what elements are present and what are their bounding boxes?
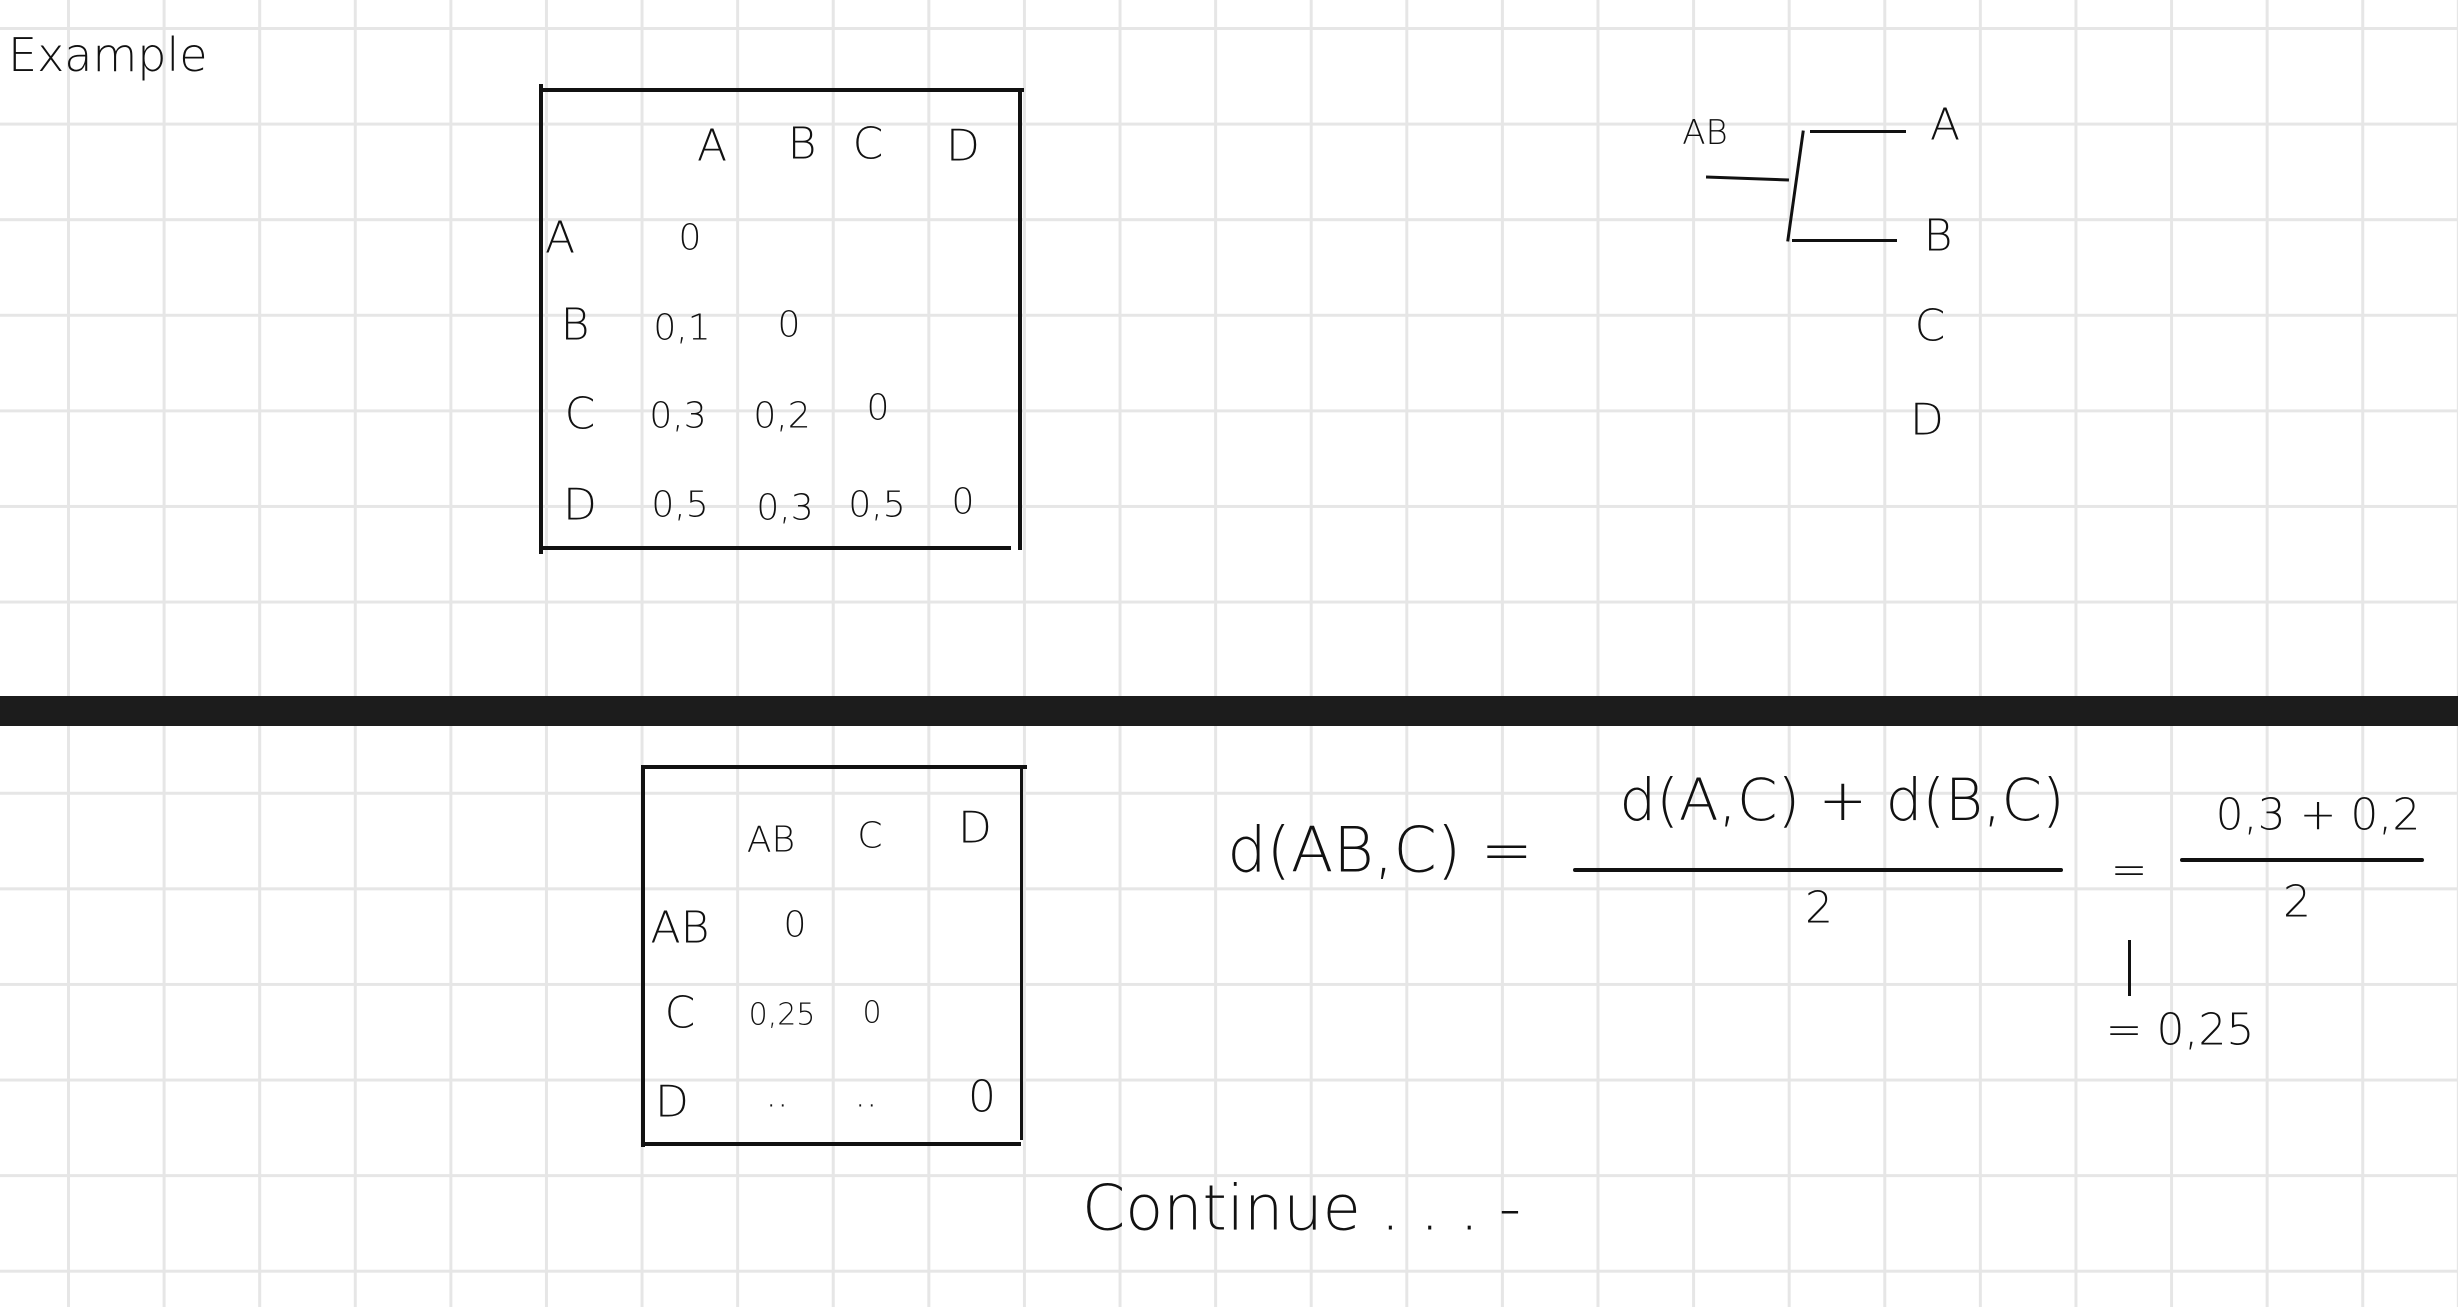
col-header: A (696, 120, 728, 172)
formula-lhs: d(AB,C) = (1227, 813, 1533, 887)
leaf-label: A (1929, 99, 1961, 151)
row-header: B (560, 299, 590, 351)
col-header: B (787, 118, 817, 170)
formula-equals: = (2110, 844, 2148, 896)
matrix-cell: 0 (862, 995, 882, 1031)
result-connector (2128, 940, 2131, 996)
matrix-border-left (641, 765, 645, 1147)
matrix-border-bottom (541, 546, 1011, 550)
formula-denominator: 2 (1805, 882, 1833, 934)
formula-numerator: d(A,C) + d(B,C) (1619, 766, 2065, 834)
col-header: D (958, 802, 992, 854)
matrix-cell: 0 (678, 217, 702, 259)
matrix-cell: 0,1 (653, 307, 711, 349)
matrix-cell: 0 (951, 481, 975, 523)
dendrogram-branch-a (1810, 130, 1906, 133)
row-header: C (564, 388, 596, 440)
matrix-cell: 0 (777, 304, 801, 346)
section-divider (0, 696, 2458, 726)
matrix-cell: .. (765, 1074, 789, 1116)
matrix-cell: 0,5 (651, 484, 709, 526)
matrix-cell: 0,2 (753, 395, 811, 437)
col-header: AB (746, 819, 796, 861)
page-title: Example (8, 28, 208, 82)
row-header: D (563, 479, 597, 531)
dendrogram-root-branch (1705, 175, 1790, 182)
cluster-label: AB (1682, 113, 1728, 153)
matrix-cell: 0 (866, 387, 890, 429)
matrix-border-top (541, 88, 1024, 92)
leaf-label: D (1910, 394, 1944, 446)
matrix-cell: 0,5 (848, 484, 906, 526)
dendrogram-branch-b (1792, 239, 1897, 242)
matrix-cell: 0 (968, 1071, 996, 1123)
matrix-cell: 0,3 (756, 487, 814, 529)
matrix-border-right (1020, 765, 1023, 1140)
fraction-bar (2180, 858, 2424, 862)
fraction-bar (1573, 868, 2063, 872)
col-header: D (946, 120, 980, 172)
leaf-label: B (1923, 210, 1953, 262)
dendrogram-bracket (1786, 130, 1805, 242)
matrix-border-right (1018, 90, 1022, 550)
formula-denominator-values: 2 (2283, 876, 2311, 928)
row-header: A (544, 212, 576, 264)
formula-numerator-values: 0,3 + 0,2 (2215, 789, 2421, 841)
matrix-cell: 0,25 (748, 997, 816, 1033)
continue-note: Continue . . . - (1082, 1171, 1522, 1245)
matrix-cell: 0,3 (649, 395, 707, 437)
matrix-border-bottom (641, 1142, 1021, 1146)
matrix-border-left (539, 84, 543, 554)
leaf-label: C (1914, 300, 1946, 352)
row-header: C (664, 987, 696, 1039)
matrix-cell: 0 (783, 904, 807, 946)
matrix-cell: .. (854, 1074, 878, 1116)
col-header: C (857, 815, 883, 857)
row-header: D (655, 1076, 689, 1128)
col-header: C (852, 118, 884, 170)
formula-result: = 0,25 (2105, 1004, 2255, 1056)
row-header: AB (650, 902, 710, 954)
matrix-border-top (641, 765, 1027, 769)
